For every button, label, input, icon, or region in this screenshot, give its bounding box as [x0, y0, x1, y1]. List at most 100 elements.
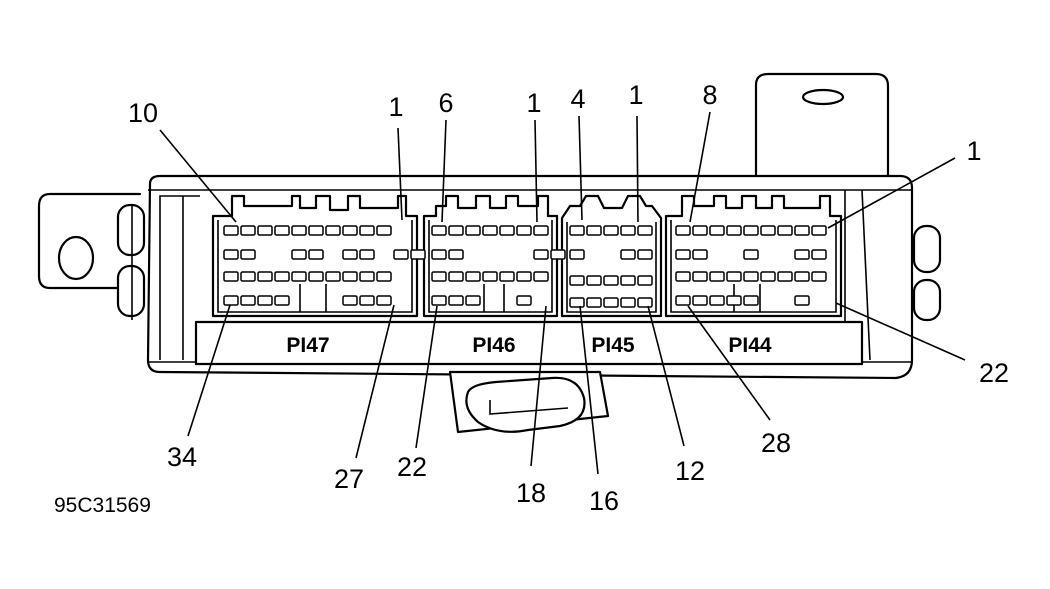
callout-numbers: 10 1 6 1 4 1 8 1 22 34 27 22 18 16 12 28	[128, 80, 1009, 516]
pin-cavity	[410, 249, 426, 260]
pin-cavity	[794, 225, 810, 236]
pin-cavity	[223, 295, 239, 306]
pin-cavity	[603, 225, 619, 236]
pin-cavity	[811, 271, 827, 282]
pin-cavity	[516, 295, 532, 306]
pin-cavity	[291, 225, 307, 236]
callout-leader-lines	[159, 111, 966, 475]
pin-cavity	[743, 295, 759, 306]
callout-pi47-pin34: 34	[167, 442, 197, 472]
connector-label-strip	[194, 320, 864, 366]
callout-pi45-pin12: 12	[675, 456, 705, 486]
pin-cavity	[393, 249, 409, 260]
pin-cavity	[431, 249, 447, 260]
pin-cavity	[257, 271, 273, 282]
pin-cavity	[291, 249, 307, 260]
pin-cavity	[431, 225, 447, 236]
pin-cavity	[465, 295, 481, 306]
pin-cavity	[709, 225, 725, 236]
callout-pi44-pin1: 1	[966, 136, 981, 166]
callout-pi47-pin10: 10	[128, 98, 158, 128]
pin-cavity	[325, 225, 341, 236]
pin-cavity	[692, 271, 708, 282]
pin-cavity	[726, 271, 742, 282]
pin-cavity	[533, 271, 549, 282]
pin-cavity	[431, 271, 447, 282]
pin-cavity	[376, 225, 392, 236]
pin-cavity	[274, 271, 290, 282]
pin-cavity	[603, 275, 619, 286]
pin-cavity	[569, 249, 585, 260]
pin-cavity	[620, 275, 636, 286]
left-mounting-bracket	[37, 192, 142, 290]
pin-cavity	[516, 225, 532, 236]
pin-cavity	[675, 271, 691, 282]
pin-cavity	[308, 225, 324, 236]
pin-cavities	[223, 225, 827, 308]
callout-pi46-pin6: 6	[438, 88, 453, 118]
callout-pi46-pin1: 1	[526, 88, 541, 118]
pin-cavity	[274, 295, 290, 306]
pin-cavity	[308, 249, 324, 260]
pin-cavity	[692, 225, 708, 236]
pin-cavity	[569, 275, 585, 286]
pin-cavity	[777, 271, 793, 282]
callout-pi46-pin22: 22	[397, 452, 427, 482]
pin-cavity	[726, 225, 742, 236]
pin-cavity	[448, 271, 464, 282]
pin-cavity	[794, 249, 810, 260]
pin-cavity	[376, 271, 392, 282]
pin-cavity	[637, 297, 653, 308]
pin-cavity	[257, 295, 273, 306]
right-side-ribs	[912, 224, 942, 322]
pin-cavity	[811, 225, 827, 236]
pin-cavity	[240, 295, 256, 306]
pin-cavity	[291, 271, 307, 282]
pin-cavity	[777, 225, 793, 236]
pin-cavity	[637, 275, 653, 286]
pin-cavity	[240, 225, 256, 236]
pin-cavity	[448, 249, 464, 260]
callout-pi45-pin1: 1	[628, 80, 643, 110]
pin-cavity	[586, 275, 602, 286]
pin-cavity	[794, 295, 810, 306]
pin-cavity	[569, 297, 585, 308]
pin-cavity	[550, 249, 566, 260]
pin-cavity	[359, 271, 375, 282]
pin-cavity	[743, 249, 759, 260]
pin-cavity	[342, 295, 358, 306]
pin-cavity	[743, 225, 759, 236]
pin-cavity	[448, 225, 464, 236]
pin-cavity	[223, 249, 239, 260]
pin-cavity	[726, 295, 742, 306]
right-mounting-bracket	[754, 72, 890, 192]
pin-cavity	[709, 295, 725, 306]
pin-cavity	[342, 249, 358, 260]
pin-cavity	[709, 271, 725, 282]
pin-cavity	[620, 249, 636, 260]
pin-cavity	[240, 271, 256, 282]
pin-cavity	[516, 271, 532, 282]
pin-cavity	[743, 271, 759, 282]
pin-cavity	[811, 249, 827, 260]
left-side-ribs	[116, 203, 146, 320]
pin-cavity	[533, 225, 549, 236]
callout-pi46-pin18: 18	[516, 478, 546, 508]
pin-cavity	[620, 225, 636, 236]
pin-cavity	[376, 295, 392, 306]
pin-cavity	[637, 249, 653, 260]
pin-cavity	[359, 225, 375, 236]
connector-label-pi46: PI46	[472, 334, 515, 357]
pin-cavity	[675, 225, 691, 236]
pin-cavity	[223, 225, 239, 236]
connector-label-pi45: PI45	[591, 334, 635, 357]
bottom-latch	[448, 370, 610, 434]
pin-cavity	[274, 225, 290, 236]
callout-pi47-pin1: 1	[388, 92, 403, 122]
pin-cavity	[359, 249, 375, 260]
pin-cavity	[603, 297, 619, 308]
figure-id: 95C31569	[54, 494, 151, 517]
connector-label-pi47: PI47	[286, 334, 329, 357]
pin-cavity	[359, 295, 375, 306]
pin-cavity	[257, 225, 273, 236]
